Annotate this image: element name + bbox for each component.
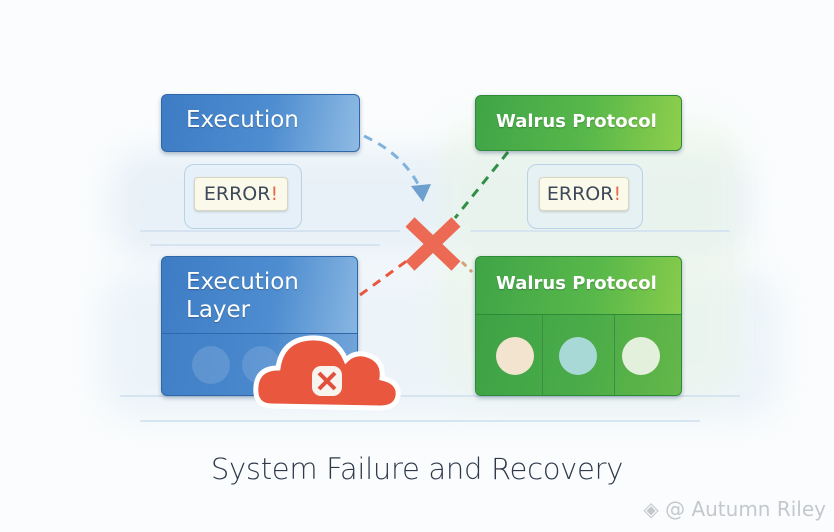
- error-text: ERROR: [546, 183, 614, 205]
- diagram-caption: System Failure and Recovery: [210, 452, 624, 486]
- slot-circle: [192, 346, 230, 384]
- error-mark: !: [613, 183, 622, 205]
- walrus-protocol-label: Walrus Protocol: [496, 111, 657, 132]
- sketch-line: [140, 230, 400, 232]
- x-icon: [405, 217, 461, 271]
- sketch-line: [470, 230, 730, 232]
- walrus-protocol-storage-box: Walrus Protocol: [475, 256, 682, 396]
- cloud-error-icon: [253, 335, 401, 411]
- connector-execution-to-center: [363, 134, 423, 191]
- error-mark: !: [270, 183, 279, 205]
- sketch-line: [120, 395, 740, 397]
- execution-label: Execution: [186, 107, 299, 133]
- error-badge-right: ERROR!: [539, 177, 629, 211]
- walrus-protocol-storage-label: Walrus Protocol: [496, 273, 657, 294]
- storage-slots: [476, 314, 681, 395]
- watermark-text: @ Autumn Riley: [665, 497, 826, 521]
- watermark: ◈ @ Autumn Riley: [643, 497, 826, 521]
- execution-box: Execution: [161, 94, 360, 152]
- storage-slot-2: [559, 337, 597, 375]
- arrow-head-icon: [411, 184, 431, 202]
- walrus-protocol-box: Walrus Protocol: [475, 95, 682, 151]
- execution-layer-line1: Execution: [186, 269, 299, 295]
- error-panel-left: ERROR!: [184, 164, 302, 229]
- error-text: ERROR: [203, 183, 271, 205]
- connector-walrus-to-center: [453, 151, 510, 219]
- connector-center-to-walrus: [460, 260, 474, 274]
- storage-slot-1: [496, 337, 534, 375]
- connector-layer-to-center: [359, 258, 409, 297]
- execution-layer-line2: Layer: [186, 297, 251, 323]
- sketch-line: [140, 420, 700, 422]
- error-badge-left: ERROR!: [194, 177, 288, 211]
- error-panel-right: ERROR!: [527, 164, 643, 229]
- storage-slot-3: [622, 337, 660, 375]
- sketch-line: [150, 244, 380, 246]
- diamond-logo-icon: ◈: [643, 497, 666, 521]
